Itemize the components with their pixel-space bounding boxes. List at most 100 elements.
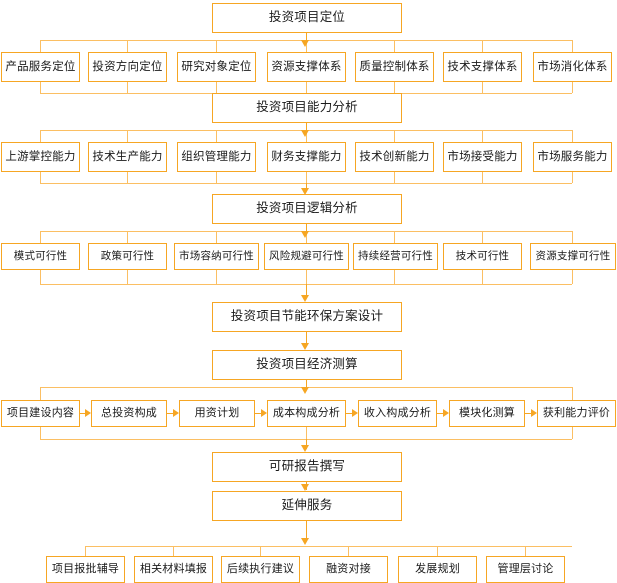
connector-l3-drop-5: [394, 231, 395, 243]
leaf-box-l2-6[interactable]: 市场接受能力: [443, 142, 522, 172]
connector-l2-drop-3: [216, 130, 217, 142]
connector-design-to-economic: [306, 332, 307, 346]
leaf-box-l3-4[interactable]: 风险规避可行性: [264, 243, 349, 270]
service-box-3[interactable]: 后续执行建议: [221, 556, 300, 583]
step-box-3[interactable]: 用资计划: [179, 400, 255, 427]
connector-l2-drop-1: [40, 130, 41, 142]
connector-step-6-7: [525, 413, 532, 414]
leaf-box-l1-5[interactable]: 质量控制体系: [355, 52, 434, 82]
connector-l1-rise-6: [482, 82, 483, 93]
connector-l2-rise-2: [127, 172, 128, 183]
connector-l3-rise-3: [216, 270, 217, 284]
step-box-1[interactable]: 项目建设内容: [1, 400, 80, 427]
arrow-step-2-3: [173, 409, 179, 417]
leaf-box-l1-3[interactable]: 研究对象定位: [177, 52, 256, 82]
connector-l1-drop-2: [127, 40, 128, 52]
stage-box-investment-positioning[interactable]: 投资项目定位: [212, 3, 402, 33]
leaf-box-l3-7[interactable]: 资源支撑可行性: [530, 243, 616, 270]
step-box-5[interactable]: 收入构成分析: [358, 400, 437, 427]
arrow-step-6-7: [531, 409, 537, 417]
stage-box-economic-calculation[interactable]: 投资项目经济测算: [212, 350, 402, 380]
leaf-box-l1-6[interactable]: 技术支撑体系: [443, 52, 522, 82]
connector-l1-drop-6: [482, 40, 483, 52]
arrow-step-3-4: [261, 409, 267, 417]
service-box-6[interactable]: 管理层讨论: [486, 556, 565, 583]
connector-economic-drop-1: [40, 387, 41, 400]
service-box-4[interactable]: 融资对接: [309, 556, 388, 583]
step-box-7[interactable]: 获利能力评价: [537, 400, 616, 427]
leaf-box-l1-1[interactable]: 产品服务定位: [1, 52, 80, 82]
connector-extended-drop-2: [173, 546, 174, 556]
connector-extended-drop-1: [85, 546, 86, 556]
connector-l1-drop-1: [40, 40, 41, 52]
leaf-box-l1-4[interactable]: 资源支撑体系: [267, 52, 346, 82]
stage-box-feasibility-report[interactable]: 可研报告撰写: [212, 452, 402, 482]
connector-extended-stem: [306, 521, 307, 541]
arrow-design-to-economic: [301, 343, 309, 350]
connector-l1-drop-7: [572, 40, 573, 52]
leaf-box-l2-5[interactable]: 技术创新能力: [355, 142, 434, 172]
connector-l3-rise-5: [394, 270, 395, 284]
connector-l1-stem: [306, 33, 307, 40]
leaf-box-l2-2[interactable]: 技术生产能力: [88, 142, 167, 172]
connector-l1-rise-5: [394, 82, 395, 93]
connector-l2-stem: [306, 123, 307, 130]
connector-economic-to-report: [306, 439, 307, 449]
connector-step-5-6: [437, 413, 444, 414]
connector-l2-rise-6: [482, 172, 483, 183]
connector-l3-stem: [306, 224, 307, 231]
connector-l3-rise-7: [572, 270, 573, 284]
connector-l1-drop-3: [216, 40, 217, 52]
connector-l3-drop-1: [40, 231, 41, 243]
connector-step-4-5: [346, 413, 353, 414]
arrow-l3-center: [301, 231, 309, 238]
connector-l2-rise-3: [216, 172, 217, 183]
connector-step-2-3: [167, 413, 174, 414]
leaf-box-l2-4[interactable]: 财务支撑能力: [267, 142, 346, 172]
step-box-4[interactable]: 成本构成分析: [267, 400, 346, 427]
leaf-box-l3-3[interactable]: 市场容纳可行性: [174, 243, 259, 270]
leaf-box-l2-1[interactable]: 上游掌控能力: [1, 142, 80, 172]
connector-extended-drop-4: [348, 546, 349, 556]
connector-step-3-4: [255, 413, 262, 414]
connector-l1-rise-4: [306, 82, 307, 93]
connector-l3-drop-6: [482, 231, 483, 243]
leaf-box-l2-3[interactable]: 组织管理能力: [177, 142, 256, 172]
connector-l2-to-l3: [306, 183, 307, 190]
stage-box-energy-saving-design[interactable]: 投资项目节能环保方案设计: [212, 302, 402, 332]
leaf-box-l3-1[interactable]: 模式可行性: [1, 243, 80, 270]
stage-box-logic-analysis[interactable]: 投资项目逻辑分析: [212, 194, 402, 224]
leaf-box-l3-5[interactable]: 持续经营可行性: [353, 243, 438, 270]
leaf-box-l1-2[interactable]: 投资方向定位: [88, 52, 167, 82]
leaf-box-l3-2[interactable]: 政策可行性: [88, 243, 167, 270]
connector-economic-stem: [306, 380, 307, 387]
service-box-5[interactable]: 发展规划: [398, 556, 477, 583]
connector-l2-drop-2: [127, 130, 128, 142]
leaf-box-l1-7[interactable]: 市场消化体系: [533, 52, 612, 82]
stage-box-extended-service[interactable]: 延伸服务: [212, 491, 402, 521]
step-box-2[interactable]: 总投资构成: [91, 400, 167, 427]
service-box-2[interactable]: 相关材料填报: [134, 556, 213, 583]
connector-economic-rise-c: [306, 427, 307, 439]
arrow-step-5-6: [443, 409, 449, 417]
leaf-box-l3-6[interactable]: 技术可行性: [443, 243, 522, 270]
connector-extended-drop-5: [437, 546, 438, 556]
leaf-box-l2-7[interactable]: 市场服务能力: [533, 142, 612, 172]
connector-extended-drop-3: [260, 546, 261, 556]
connector-economic-rise-1: [40, 427, 41, 439]
arrow-l2-center: [301, 130, 309, 137]
connector-l1-rise-1: [40, 82, 41, 93]
connector-l3-rise-6: [482, 270, 483, 284]
stage-box-capability-analysis[interactable]: 投资项目能力分析: [212, 93, 402, 123]
connector-l3-to-design: [306, 284, 307, 298]
connector-extended-bus: [85, 546, 572, 547]
connector-l3-drop-2: [127, 231, 128, 243]
connector-l2-drop-5: [394, 130, 395, 142]
connector-l2-drop-6: [482, 130, 483, 142]
step-box-6[interactable]: 模块化测算: [449, 400, 525, 427]
service-box-1[interactable]: 项目报批辅导: [46, 556, 125, 583]
connector-l3-drop-3: [216, 231, 217, 243]
connector-extended-drop-6: [525, 546, 526, 556]
connector-l3-rise-2: [127, 270, 128, 284]
